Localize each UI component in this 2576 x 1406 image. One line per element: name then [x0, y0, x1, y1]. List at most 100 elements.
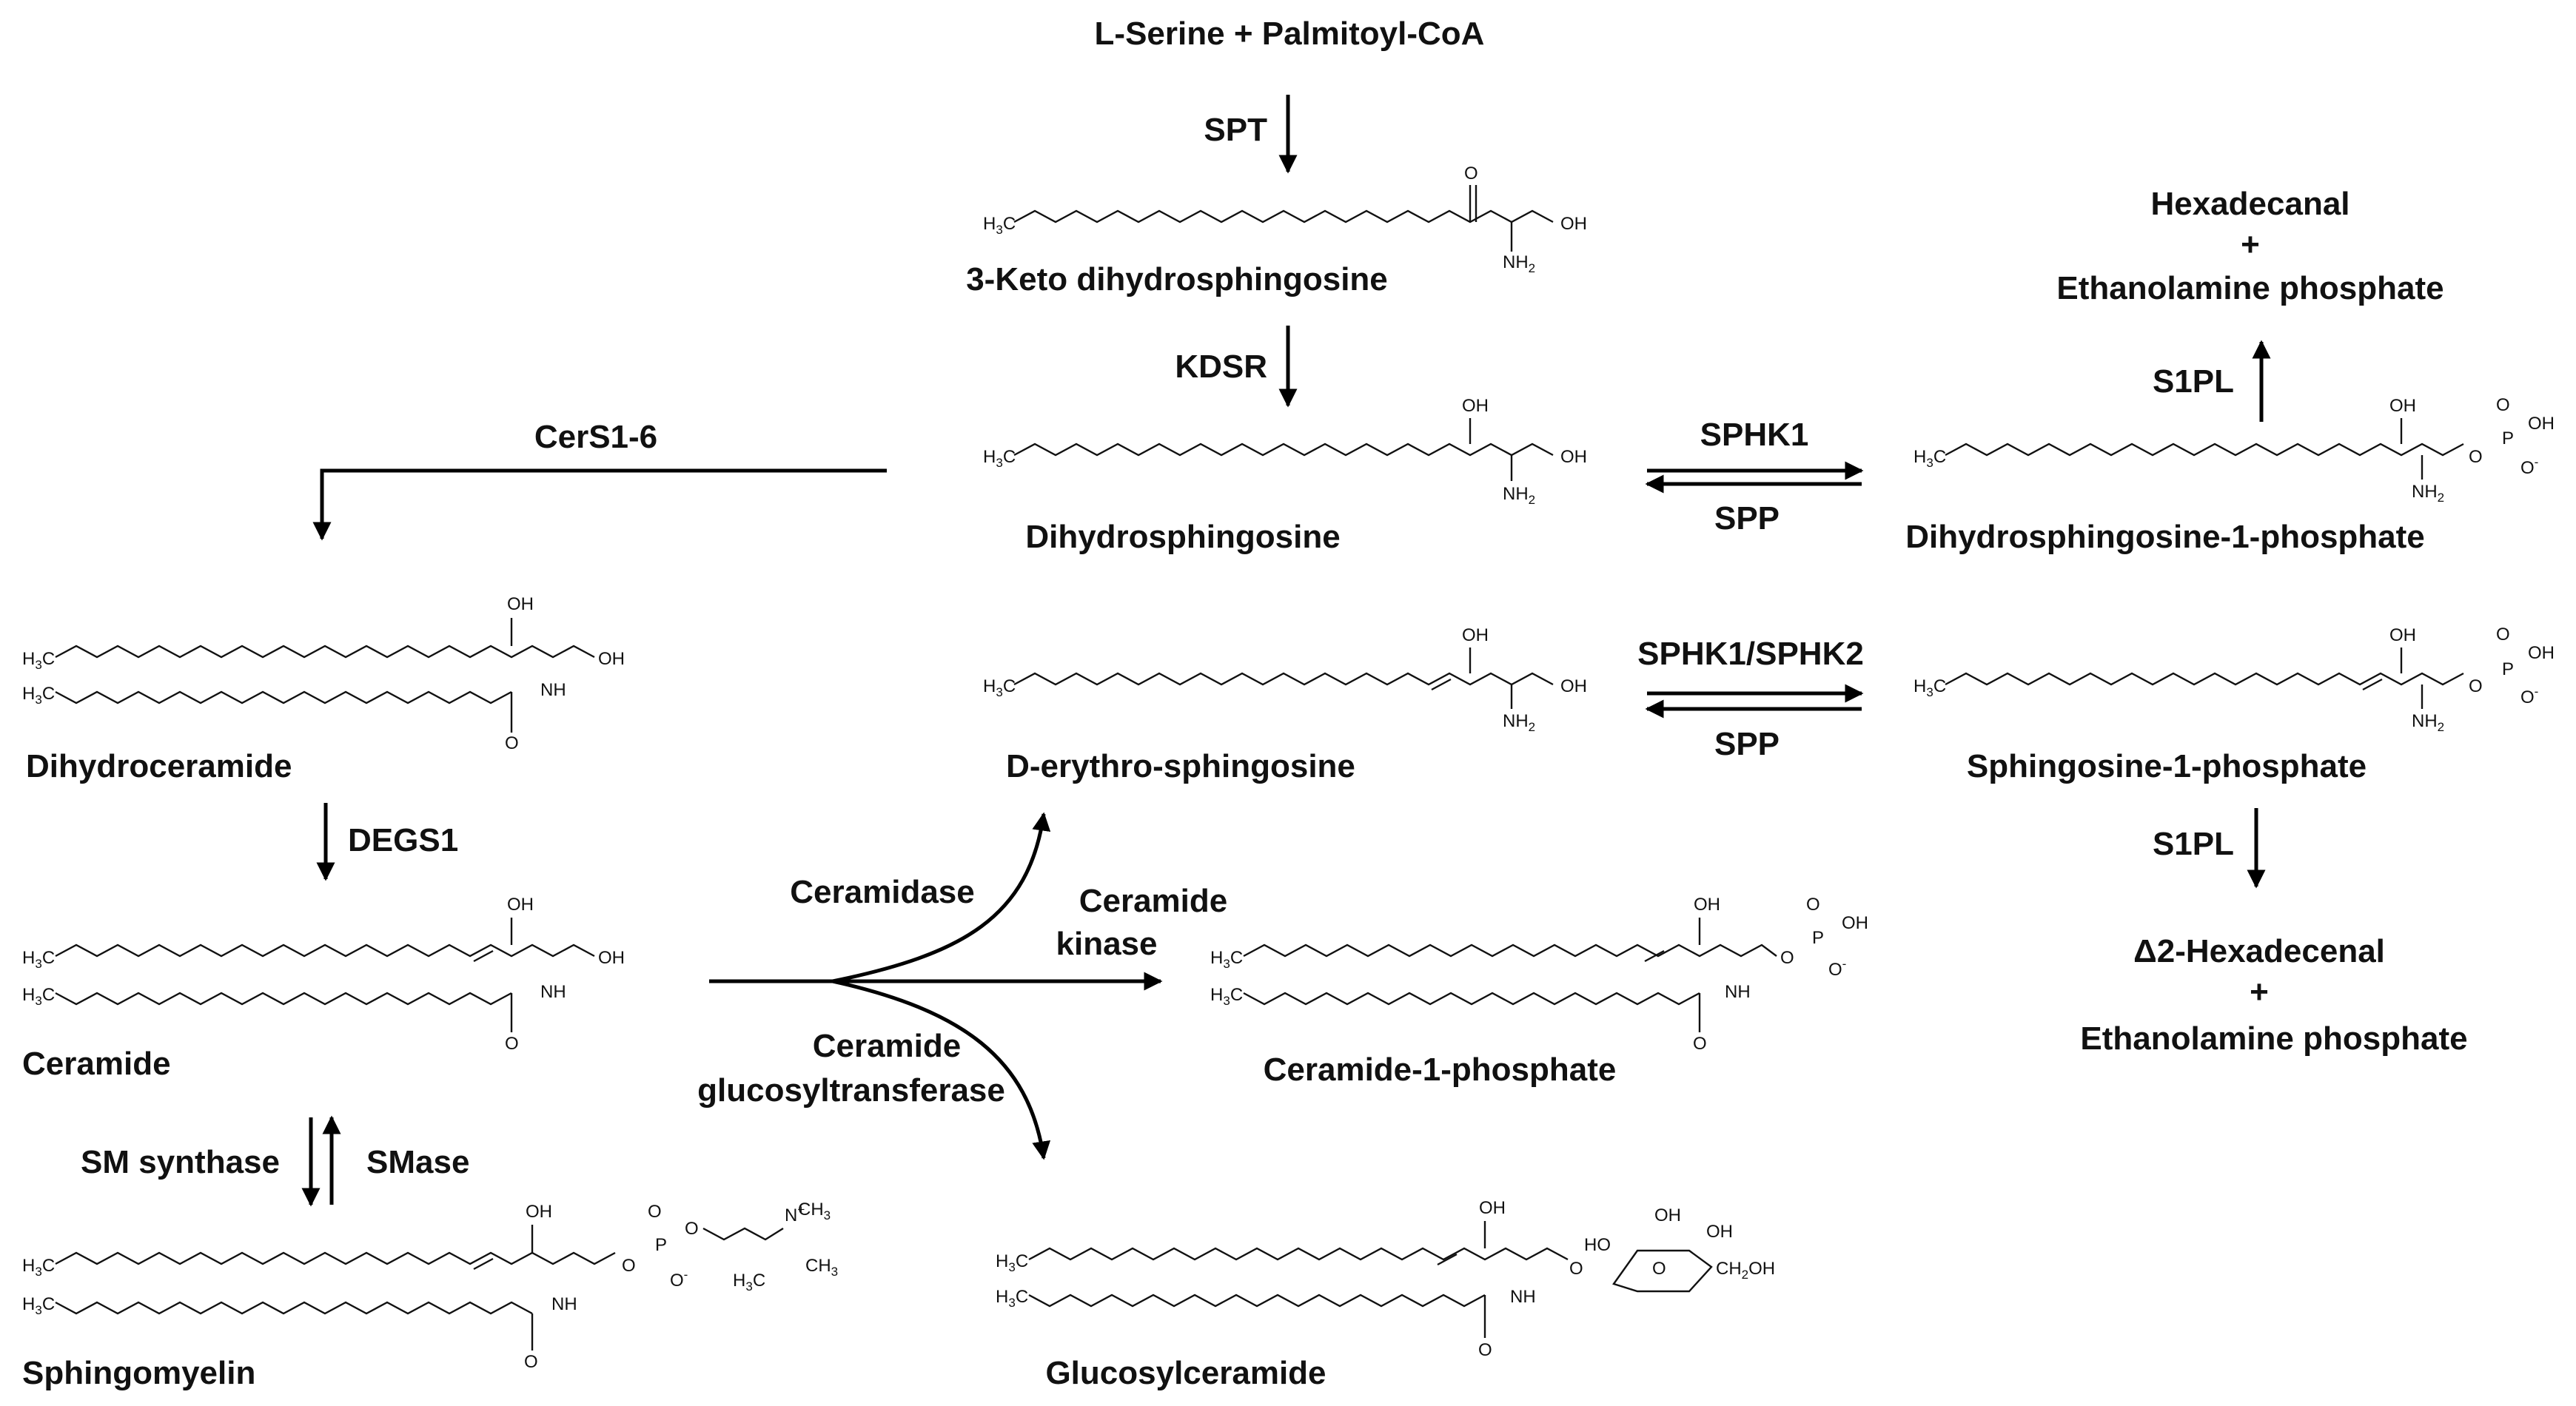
alkyl-chain	[1013, 672, 1554, 686]
h3c-label-1: H3C	[996, 1251, 1028, 1274]
methyl-2: CH3	[805, 1256, 838, 1279]
phosphoryl-oxygen: O	[2496, 625, 2510, 645]
h3c-label: H3C	[1913, 676, 1946, 699]
phosphate-anion: O-	[2520, 684, 2538, 707]
structure-glucosylceramide: H3C OH O HO OH OH O CH2OH H3C O NH	[996, 1198, 1775, 1360]
sphingoid-chain	[55, 944, 595, 958]
fatty-acyl-chain	[55, 690, 512, 704]
methyl-3: H3C	[733, 1271, 765, 1294]
phosphorus-label: P	[2502, 659, 2514, 679]
h3c-label-2: H3C	[996, 1287, 1028, 1310]
carbonyl-oxygen: O	[524, 1352, 538, 1372]
glucosylceramide-label: Glucosylceramide	[1045, 1355, 1326, 1391]
hydroxyl-label: OH	[507, 895, 534, 915]
alkyl-chain	[1945, 672, 2464, 686]
structure-3-keto-dihydrosphingosine: H3C O NH2 OH	[983, 164, 1587, 275]
h3c-label-1: H3C	[1210, 948, 1243, 971]
ring-hydroxyl-2: OH	[1654, 1205, 1681, 1225]
hydroxyl-label: OH	[1462, 625, 1489, 645]
h3c-label-2: H3C	[22, 684, 55, 707]
hydroxyl-label: OH	[2389, 396, 2416, 416]
hexadecanal-label: Hexadecanal	[2150, 186, 2349, 222]
sphingoid-chain	[1028, 1247, 1569, 1261]
phosphate-hydroxyl: OH	[2528, 414, 2555, 434]
serine-palmitoyl-coa-label: L-Serine + Palmitoyl-CoA	[1095, 16, 1485, 52]
hydroxyl-label: OH	[526, 1202, 552, 1222]
arrows	[301, 95, 2271, 1207]
choline-oxygen: O	[685, 1219, 699, 1239]
amide-nh-label: NH	[540, 982, 566, 1002]
amine-label: NH2	[2412, 711, 2444, 734]
ceramide-kinase-label-line2: kinase	[1056, 926, 1158, 962]
h3c-label: H3C	[983, 214, 1016, 237]
structure-ceramide-1-phosphate: H3C OH O P O OH O- H3C O NH	[1210, 895, 1868, 1054]
d-erythro-sphingosine-label: D-erythro-sphingosine	[1006, 748, 1355, 784]
hydroxyl-label: OH	[1560, 214, 1587, 234]
glucosyltransferase-label-line1: Ceramide	[813, 1028, 962, 1064]
phosphate-anion: O-	[670, 1268, 688, 1291]
trans-double-bond	[1431, 678, 1452, 691]
hydroxyl-label: OH	[1694, 895, 1720, 915]
sphingoid-chain	[1243, 944, 1777, 958]
phosphoryl-oxygen: O	[1806, 895, 1820, 915]
glycosidic-oxygen: O	[1569, 1259, 1583, 1279]
terminal-hydroxyl-label: OH	[598, 948, 625, 968]
phosphate-anion: O-	[1828, 957, 1846, 980]
structure-d-erythro-sphingosine: H3C OH NH2 OH	[983, 625, 1587, 734]
sphingoid-chain	[55, 1251, 616, 1265]
fatty-acyl-chain	[1243, 992, 1700, 1006]
quaternary-nitrogen: N+	[785, 1202, 805, 1225]
carbonyl-oxygen: O	[505, 733, 519, 753]
fatty-acyl-chain	[1028, 1294, 1486, 1308]
structure-sphingosine-1-phosphate: H3C OH NH2 O P O OH O-	[1913, 625, 2555, 734]
keto-dihydrosphingosine-label: 3-Keto dihydrosphingosine	[966, 261, 1388, 297]
kdsr-label: KDSR	[1175, 349, 1267, 385]
glucosyltransferase-arrow	[832, 979, 1051, 1160]
ester-oxygen: O	[2469, 447, 2483, 467]
glucosyltransferase-label-line2: glucosyltransferase	[697, 1072, 1005, 1109]
dihydrosphingosine-1-phosphate-label: Dihydrosphingosine-1-phosphate	[1905, 519, 2425, 555]
structure-sphingomyelin: H3C OH O P O O- O N+ CH3 CH3 H3C H3C O N…	[22, 1200, 838, 1372]
amine-label: NH2	[2412, 482, 2444, 505]
hexadecenal-label: Δ2-Hexadecenal	[2133, 933, 2385, 969]
fatty-acyl-chain	[55, 1301, 533, 1315]
trans-double-bond	[1644, 949, 1665, 963]
ester-oxygen: O	[622, 1256, 636, 1276]
glucose-ring	[1612, 1249, 1713, 1293]
trans-double-bond	[2362, 678, 2383, 691]
amine-label: NH2	[1503, 252, 1535, 275]
keto-oxygen: O	[1464, 164, 1478, 184]
terminal-hydroxyl-label: OH	[598, 649, 625, 669]
h3c-label: H3C	[1913, 447, 1946, 470]
alkyl-chain	[1013, 209, 1554, 223]
ring-hydroxyl-3: OH	[1706, 1222, 1733, 1242]
plus-sign-top: +	[2241, 226, 2260, 263]
sphingosine-1-phosphate-label: Sphingosine-1-phosphate	[1967, 748, 2367, 784]
h3c-label-1: H3C	[22, 1256, 55, 1279]
phosphorus-label: P	[1812, 928, 1824, 948]
structure-ceramide: H3C OH OH H3C O NH	[22, 895, 625, 1054]
spp-label-2: SPP	[1714, 726, 1780, 762]
s1pl-label-top: S1PL	[2153, 363, 2234, 400]
ceramidase-label: Ceramidase	[790, 874, 974, 910]
amine-label: NH2	[1503, 484, 1535, 507]
cers-arrow	[312, 468, 887, 541]
phosphorus-label: P	[2502, 428, 2514, 448]
h3c-label-2: H3C	[22, 1294, 55, 1317]
alkyl-chain	[1013, 443, 1554, 457]
cers-label: CerS1-6	[534, 419, 657, 455]
h3c-label-2: H3C	[1210, 985, 1243, 1008]
h3c-label: H3C	[983, 447, 1016, 470]
h3c-label: H3C	[983, 676, 1016, 699]
methyl-1: CH3	[798, 1200, 831, 1222]
sphingomyelin-label: Sphingomyelin	[22, 1355, 255, 1391]
structure-dihydrosphingosine: H3C OH NH2 OH	[983, 396, 1587, 507]
hydroxymethyl: CH2OH	[1716, 1259, 1775, 1282]
spt-label: SPT	[1204, 112, 1267, 148]
spp-label: SPP	[1714, 500, 1780, 536]
amide-nh-label: NH	[1725, 982, 1751, 1002]
structure-dihydroceramide: H3C OH OH H3C O NH	[22, 594, 625, 753]
sphk1-sphk2-label: SPHK1/SPHK2	[1637, 636, 1864, 672]
phosphate-hydroxyl: OH	[2528, 643, 2555, 663]
